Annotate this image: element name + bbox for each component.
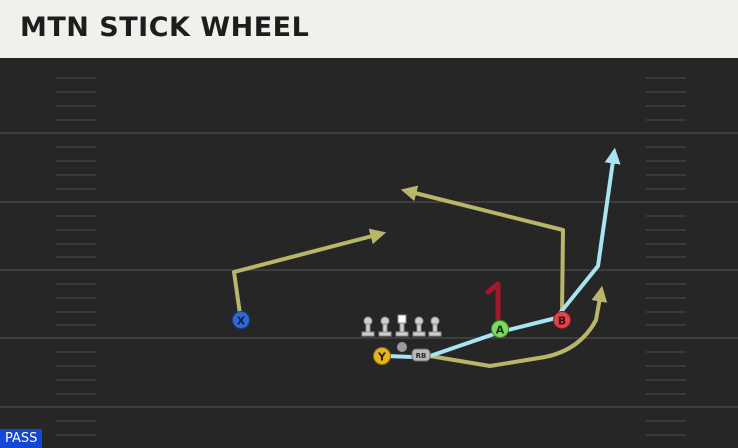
lineman-icon bbox=[361, 316, 375, 337]
hash-marks bbox=[56, 77, 686, 436]
lineman-icon bbox=[428, 316, 442, 337]
yard-lines bbox=[0, 132, 738, 408]
player-rb[interactable]: RB bbox=[411, 348, 431, 362]
play-field: X Y A B RB bbox=[0, 58, 738, 448]
player-y[interactable]: Y bbox=[373, 347, 391, 365]
route-x bbox=[232, 228, 387, 315]
player-rb-label: RB bbox=[416, 352, 427, 360]
route-rb-wheel bbox=[423, 285, 608, 368]
offensive-line bbox=[361, 314, 442, 337]
route-b bbox=[400, 185, 565, 315]
lineman-icon bbox=[378, 316, 392, 337]
route-y-lead bbox=[387, 354, 413, 359]
player-x[interactable]: X bbox=[232, 311, 250, 329]
lineman-icon bbox=[412, 316, 426, 337]
player-a-label: A bbox=[496, 324, 505, 337]
play-type-badge: PASS bbox=[0, 429, 43, 448]
play-header: MTN STICK WHEEL bbox=[0, 0, 738, 58]
center-icon bbox=[395, 314, 409, 337]
quarterback-icon bbox=[397, 342, 407, 352]
motion-marker bbox=[485, 281, 501, 321]
player-a[interactable]: A bbox=[491, 320, 509, 338]
play-title: MTN STICK WHEEL bbox=[20, 12, 310, 43]
player-x-label: X bbox=[237, 315, 246, 328]
player-b[interactable]: B bbox=[553, 311, 571, 329]
player-y-label: Y bbox=[377, 351, 387, 364]
player-b-label: B bbox=[558, 315, 566, 328]
